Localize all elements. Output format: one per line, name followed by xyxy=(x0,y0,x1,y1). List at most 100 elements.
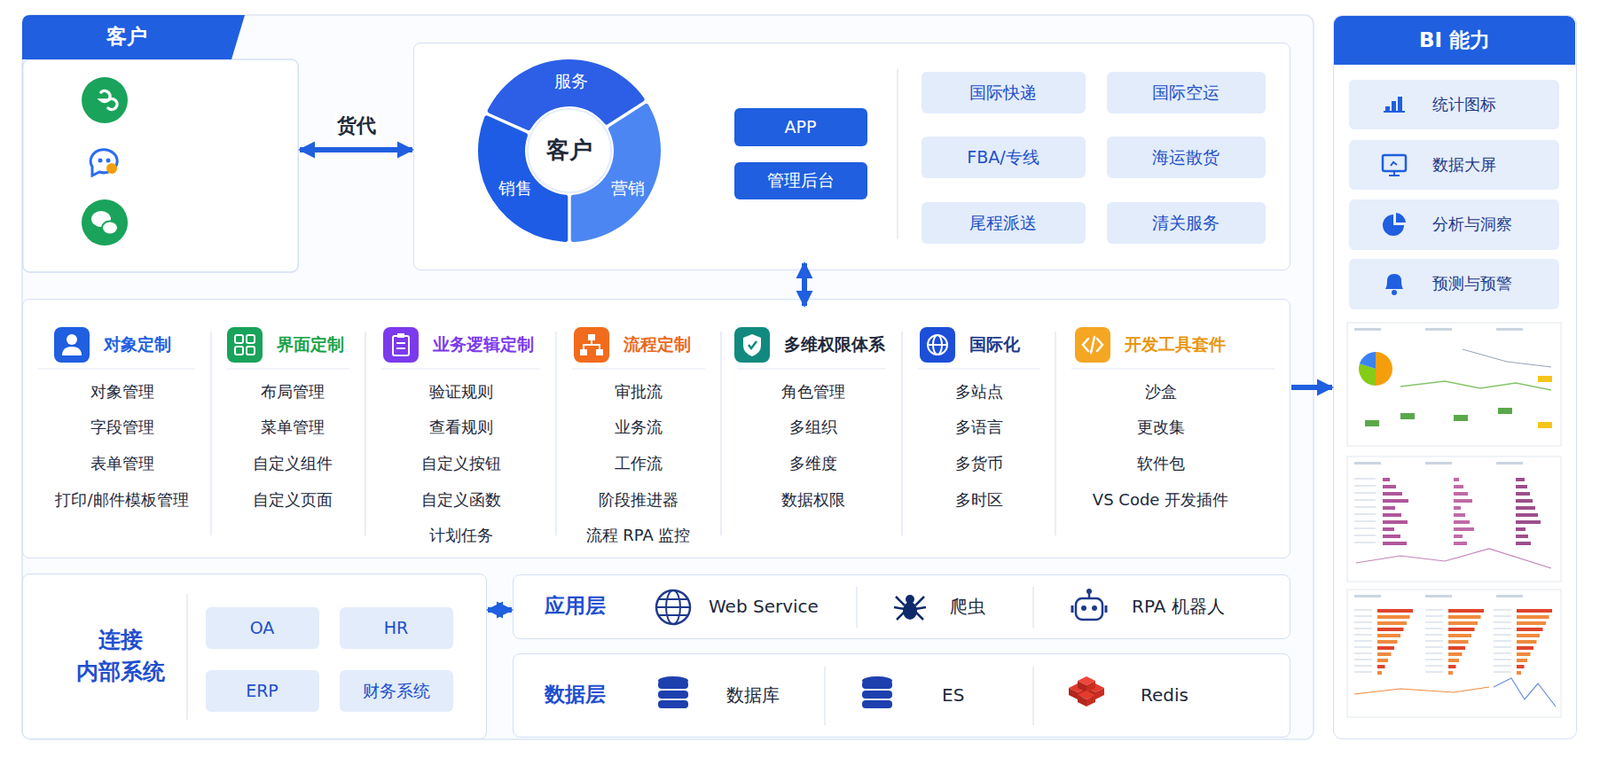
system-box: 财务系统 xyxy=(339,670,454,713)
bi-item: 预测与预警 xyxy=(1349,258,1560,310)
text-slot: 自定义函数 xyxy=(376,487,546,513)
text-wrap: 管理后台 xyxy=(767,170,835,191)
text-wrap: 国际快递 xyxy=(969,82,1037,103)
column-separator xyxy=(555,331,557,536)
feature-item: 自定义按钮 xyxy=(421,454,502,474)
admin-button: 管理后台 xyxy=(734,162,868,200)
box-label: 海运散货 xyxy=(1152,147,1220,168)
text-slot: 自定义组件 xyxy=(208,451,377,477)
feature-item: 多货币 xyxy=(955,454,1004,474)
capability-icon xyxy=(227,327,263,363)
separator xyxy=(823,666,825,726)
text-slot: 自定义页面 xyxy=(208,487,377,513)
connectors xyxy=(299,149,1333,611)
system-box: ERP xyxy=(205,670,320,713)
mini-program-icon xyxy=(81,77,128,124)
spider-icon xyxy=(894,595,926,620)
column-heading: 流程定制 xyxy=(623,334,691,355)
feature-item: 对象管理 xyxy=(90,382,155,402)
text-slot: 多维权限体系 xyxy=(784,331,918,359)
capability-icon xyxy=(383,327,419,363)
feature-item: 查看规则 xyxy=(429,417,494,438)
separator xyxy=(1032,666,1034,726)
text-wrap: OA xyxy=(250,618,275,639)
layer-item: Web Service xyxy=(708,596,819,618)
box-label: 统计图标 xyxy=(1432,94,1497,115)
text-slot: 营销 xyxy=(596,173,660,204)
application-layer: 应用层Web Service爬虫RPA 机器人 xyxy=(512,574,1291,640)
dashboard-thumbnail xyxy=(1347,589,1561,718)
column-heading: 多维权限体系 xyxy=(784,334,886,355)
ring-segment-label: 服务 xyxy=(554,70,589,92)
panel-header: BI 能力 xyxy=(1419,28,1491,54)
text-slot: 沙盒 xyxy=(1076,379,1246,405)
text-slot: 计划任务 xyxy=(376,523,546,549)
box-label: 客户端 xyxy=(185,212,236,234)
internal-systems-panel: OA HR ERP 财务系统 连接 内部系统 xyxy=(22,573,487,740)
text-wrap: APP xyxy=(784,117,817,138)
text-slot: 业务流 xyxy=(554,415,723,440)
layer-title: 数据层 xyxy=(544,682,606,708)
box-label: 预测与预警 xyxy=(1432,274,1513,294)
text-slot: 对象管理 xyxy=(38,379,207,405)
box-label: 尾程派送 xyxy=(969,212,1037,234)
column-heading: 对象定制 xyxy=(103,334,172,355)
connector-arrow xyxy=(487,607,512,613)
heading-rule xyxy=(227,368,350,370)
column-separator xyxy=(720,331,722,536)
text-slot: 连接 内部系统 xyxy=(58,574,183,738)
connector-arrow xyxy=(299,147,413,153)
text-slot: 布局管理 xyxy=(208,379,377,405)
capability-icon xyxy=(573,327,610,363)
text-slot: 国际化 xyxy=(969,331,1103,359)
text-slot: 多时区 xyxy=(894,487,1064,513)
robot-icon xyxy=(1072,588,1106,620)
business-panel: 服务客户销售营销APP管理后台国际快递国际空运FBA/专线海运散货尾程派送清关服… xyxy=(413,42,1291,271)
separator xyxy=(1032,587,1034,628)
text-wrap: HR xyxy=(384,618,409,639)
text-slot: 界面定制 xyxy=(276,331,410,359)
feature-item: 数据权限 xyxy=(781,490,846,510)
text-slot: 销售 xyxy=(483,173,548,204)
text-slot: 多站点 xyxy=(894,379,1064,405)
official-account-icon xyxy=(90,149,118,176)
feature-item: 多站点 xyxy=(955,382,1004,402)
text-slot: 数据权限 xyxy=(729,487,898,513)
heading-rule xyxy=(737,368,887,370)
text-wrap: 海运散货 xyxy=(1152,147,1220,168)
ring-center xyxy=(527,109,612,193)
box-label: 公众号 xyxy=(185,151,236,173)
pie-icon xyxy=(1382,212,1406,236)
feature-item: 多语言 xyxy=(955,417,1004,438)
feature-item: 自定义页面 xyxy=(252,490,333,510)
text-slot: 业务逻辑定制 xyxy=(432,331,566,359)
text-slot: 菜单管理 xyxy=(208,415,377,440)
icons xyxy=(38,69,1561,726)
column-heading: 业务逻辑定制 xyxy=(432,334,534,355)
dashboard-thumbnail xyxy=(1347,456,1561,582)
text-slot: 流程 RPA 监控 xyxy=(554,523,723,549)
connector-arrow xyxy=(801,263,808,306)
text-wrap: 尾程派送 xyxy=(969,212,1037,234)
feature-item: 沙盒 xyxy=(1145,382,1177,402)
feature-item: 阶段推进器 xyxy=(598,490,679,510)
text-slot: 多组织 xyxy=(729,415,898,440)
feature-item: 软件包 xyxy=(1137,454,1185,474)
separator xyxy=(186,594,188,721)
service-box: 清关服务 xyxy=(1106,202,1266,244)
feature-item: 打印/邮件模板管理 xyxy=(54,490,189,510)
feature-item: 流程 RPA 监控 xyxy=(586,525,691,546)
database-icon xyxy=(658,676,689,709)
capability-icon xyxy=(1074,327,1111,363)
box-label: FBA/专线 xyxy=(966,147,1039,168)
box-label: 网站 xyxy=(193,90,228,111)
text-slot: BI 能力 xyxy=(1333,15,1576,65)
text-wrap: 清关服务 xyxy=(1152,212,1220,234)
text-wrap: 分析与洞察 xyxy=(1432,214,1513,235)
heading-rule xyxy=(1071,368,1275,370)
text-slot: 对象定制 xyxy=(103,331,237,359)
layer-item: 爬虫 xyxy=(949,596,986,618)
customer-panel-shape xyxy=(22,15,299,274)
service-box: 海运散货 xyxy=(1106,136,1266,179)
